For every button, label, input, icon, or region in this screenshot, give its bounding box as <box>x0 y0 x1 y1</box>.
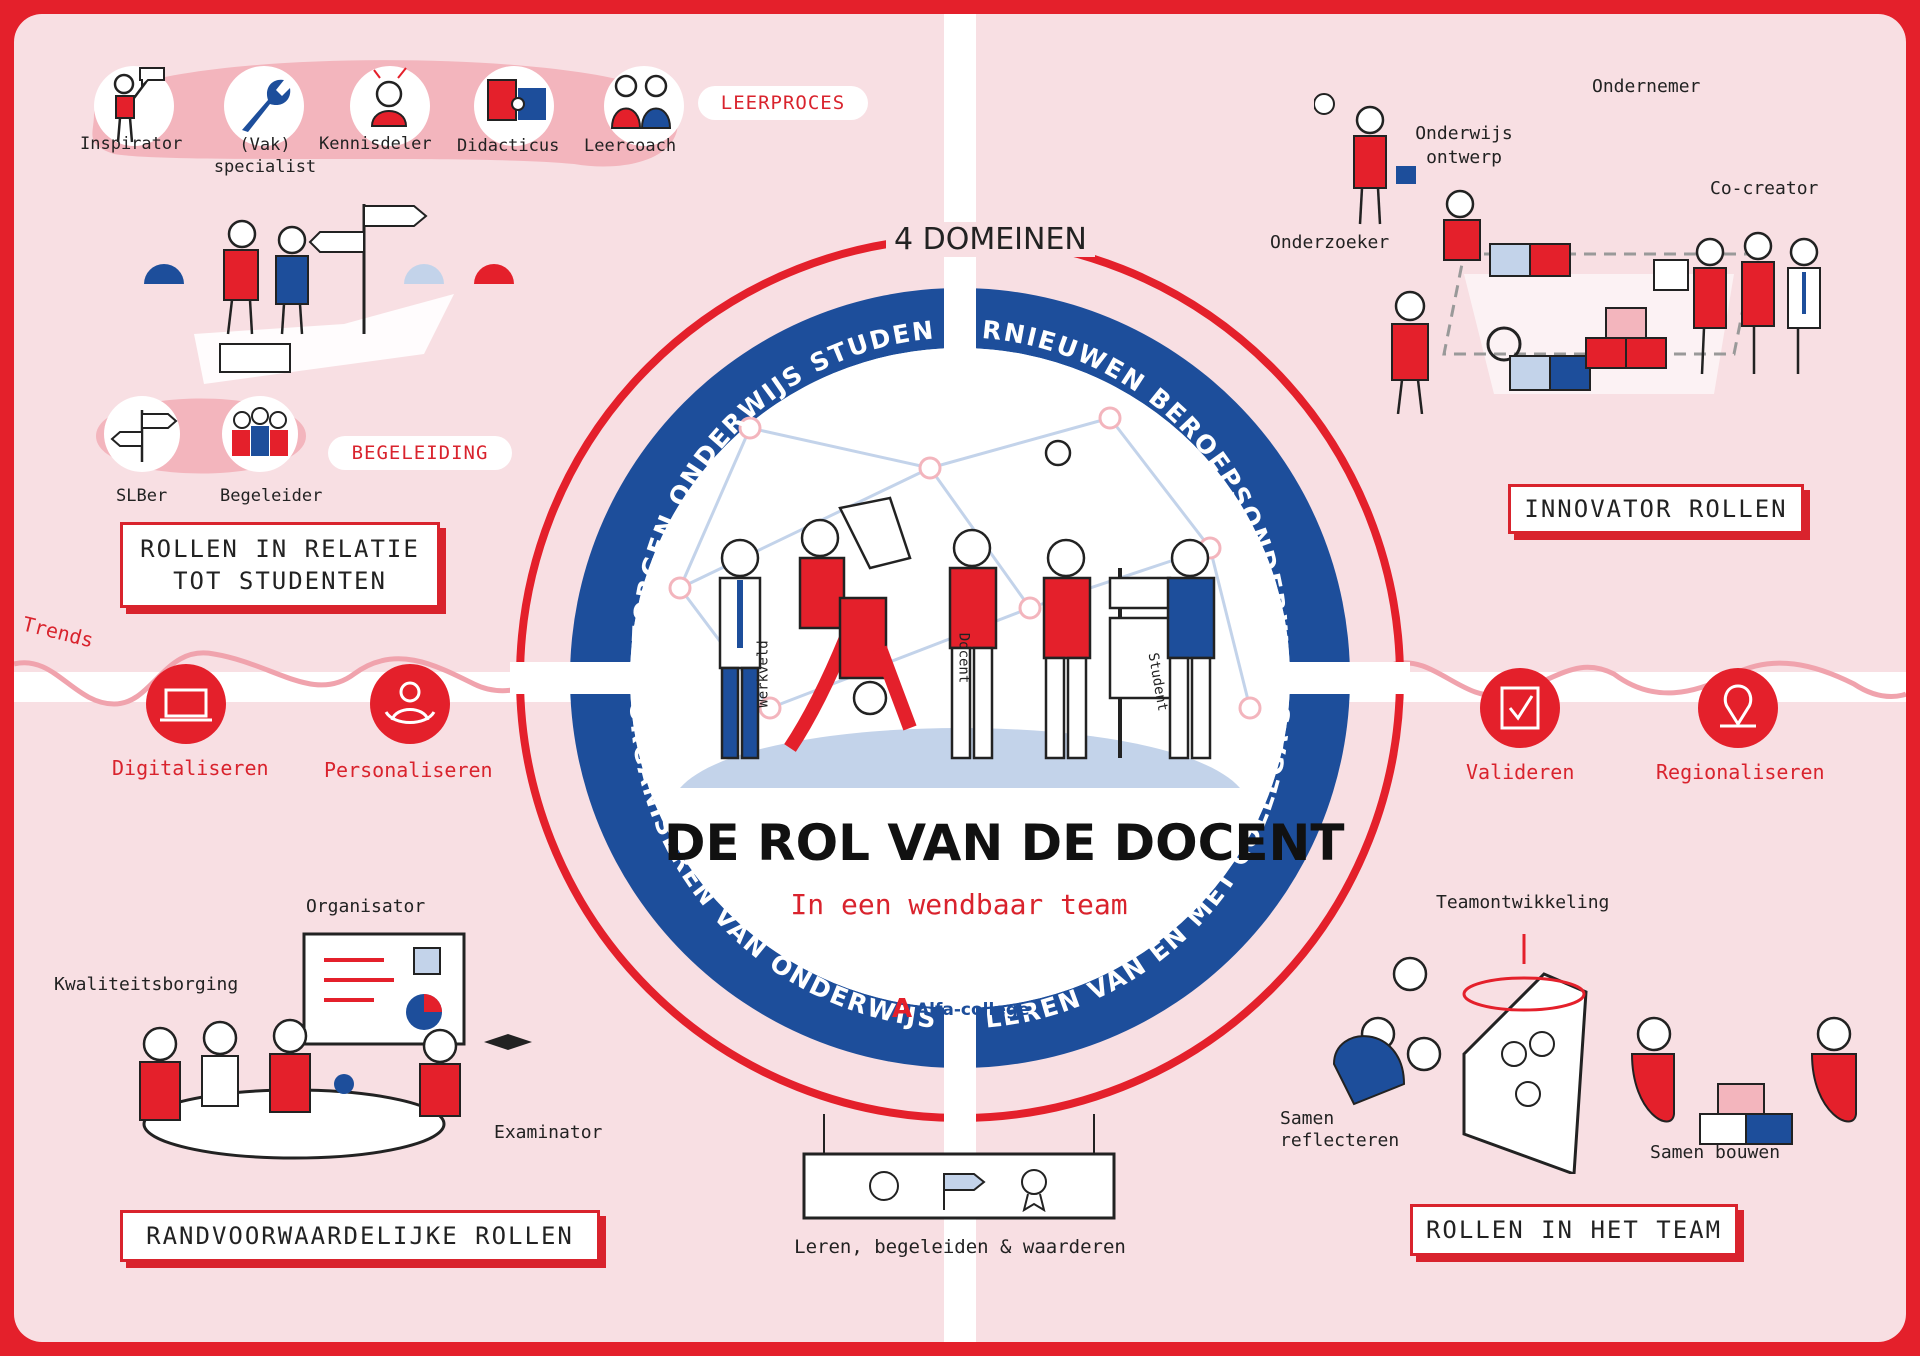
trend-personaliseren: Personaliseren <box>324 758 493 782</box>
bottom-caption: Leren, begeleiden & waarderen <box>794 1236 1126 1258</box>
wrench-icon <box>242 79 291 132</box>
role-leercoach: Leercoach <box>584 136 677 156</box>
role-organisator: Organisator <box>306 896 426 917</box>
role-didacticus: Didacticus <box>457 136 560 156</box>
role-examinator: Examinator <box>494 1122 603 1143</box>
rollen-relatie-studenten-title: ROLLEN IN RELATIE TOT STUDENTEN <box>120 522 440 608</box>
regionaliseren-icon <box>1698 668 1778 748</box>
role-kwaliteitsborging: Kwaliteitsborging <box>54 974 239 995</box>
role-kennisdeler: Kennisdeler <box>319 134 432 154</box>
poster-frame: Inspirator (Vak) specialist Kennisdeler … <box>14 14 1906 1342</box>
trend-digitaliseren: Digitaliseren <box>112 756 269 780</box>
role-onderzoeker: Onderzoeker <box>1270 232 1390 253</box>
flag-icon <box>943 1173 986 1191</box>
kennisdeler-icon <box>370 67 408 127</box>
randvoorwaardelijke-rollen-title: RANDVOORWAARDELIJKE ROLLEN <box>120 1210 600 1262</box>
hanging-sign <box>802 1114 1116 1220</box>
rosette-icon <box>1021 1169 1047 1195</box>
role-inspirator: Inspirator <box>80 134 183 154</box>
trend-valideren: Valideren <box>1466 760 1575 784</box>
role-vakspecialist: (Vak) specialist <box>213 135 317 177</box>
role-ondernemer: Ondernemer <box>1592 76 1701 97</box>
label-docent: Docent <box>955 632 972 684</box>
puzzle-icon <box>487 79 546 121</box>
valideren-icon <box>1480 668 1560 748</box>
begeleiding-label: BEGELEIDING <box>328 436 512 470</box>
label-werkveld: Werkveld <box>755 640 772 708</box>
inspirator-icon <box>113 67 165 143</box>
digitaliseren-icon <box>146 664 226 744</box>
team-illustration <box>1332 934 1857 1174</box>
role-slber: SLBer <box>116 486 168 506</box>
center-title: DE ROL VAN DE DOCENT <box>664 814 1345 872</box>
role-teamontwikkeling: Teamontwikkeling <box>1436 892 1610 913</box>
innovator-illustration <box>1314 93 1821 414</box>
rollen-in-het-team-title: ROLLEN IN HET TEAM <box>1410 1204 1738 1256</box>
role-onderwijs-ontwerp: Onderwijs ontwerp <box>1415 123 1513 168</box>
alfa-logo: A Alfa-college <box>892 994 1032 1024</box>
domain-wheel: VERZORGEN ONDERWIJS STUDENTEN VERNIEUWEN… <box>510 228 1410 1128</box>
role-begeleider: Begeleider <box>220 486 323 506</box>
alfa-logo-text: Alfa-college <box>916 1000 1030 1020</box>
domains-heading: 4 DOMEINEN <box>886 222 1095 257</box>
personaliseren-icon <box>370 664 450 744</box>
organisator-illustration <box>139 932 532 1160</box>
alfa-logo-mark: A <box>892 994 913 1024</box>
role-co-creator: Co-creator <box>1710 178 1819 199</box>
role-samen-bouwen: Samen bouwen <box>1650 1142 1781 1163</box>
role-samen-reflecteren: Samen reflecteren <box>1280 1108 1400 1151</box>
center-subtitle: In een wendbaar team <box>790 888 1128 921</box>
leercoach-icon <box>610 74 672 129</box>
trend-regionaliseren: Regionaliseren <box>1656 760 1825 784</box>
guidance-band <box>96 396 306 474</box>
leerproces-label: LEERPROCES <box>698 86 868 120</box>
innovator-rollen-title: INNOVATOR ROLLEN <box>1508 484 1804 534</box>
students-signpost-illustration <box>144 204 514 384</box>
lightbulb-icon <box>869 1171 899 1201</box>
